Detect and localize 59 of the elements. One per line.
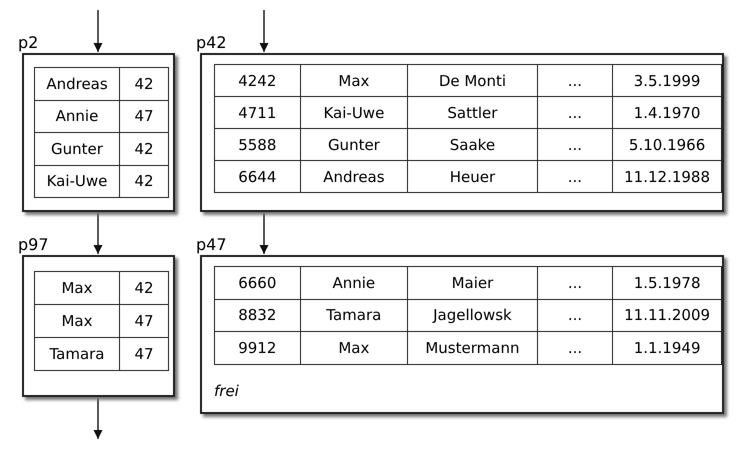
table-cell: Saake (408, 128, 538, 160)
arrow (260, 212, 268, 254)
table-cell: ... (537, 64, 613, 96)
table-cell: 42 (120, 132, 168, 165)
table-cell: 9912 (214, 332, 300, 364)
page-label: p47 (196, 236, 227, 254)
table-cell: Tamara (300, 299, 408, 332)
table-cell: 5.10.1966 (612, 128, 722, 160)
page-label: p97 (18, 236, 49, 254)
table-cell: Tamara (34, 338, 120, 370)
table-cell: Kai-Uwe (34, 165, 120, 198)
table-cell: Annie (34, 100, 120, 132)
table-cell: Andreas (300, 160, 408, 192)
table-cell: ... (537, 299, 613, 332)
table-cell: Heuer (408, 160, 538, 192)
table-cell: Gunter (34, 132, 120, 165)
table-cell: 4242 (214, 64, 300, 96)
table-cell: Max (300, 332, 408, 364)
table-cell: ... (537, 128, 613, 160)
free-space-note: frei (214, 382, 239, 400)
arrow (260, 10, 268, 52)
arrow (94, 397, 102, 439)
table-cell: Maier (408, 266, 538, 299)
table-cell: 42 (120, 272, 168, 304)
table-cell: De Monti (408, 64, 538, 96)
table-cell: Kai-Uwe (300, 96, 408, 128)
table-cell: 6644 (214, 160, 300, 192)
page-label: p2 (18, 34, 38, 52)
table-cell: Andreas (34, 68, 120, 100)
table-cell: ... (537, 332, 613, 364)
table-cell: 47 (120, 304, 168, 338)
table-cell: Mustermann (408, 332, 538, 364)
table-cell: Gunter (300, 128, 408, 160)
table-cell: Annie (300, 266, 408, 299)
table-cell: 47 (120, 100, 168, 132)
table-cell: Jagellowsk (408, 299, 538, 332)
table-cell: 3.5.1999 (612, 64, 722, 96)
table-cell: ... (537, 266, 613, 299)
table-cell: 11.11.2009 (612, 299, 722, 332)
arrow (94, 212, 102, 254)
table-cell: Max (300, 64, 408, 96)
table-cell: 42 (120, 68, 168, 100)
table-cell: 8832 (214, 299, 300, 332)
table-cell: 1.4.1970 (612, 96, 722, 128)
table-cell: Max (34, 272, 120, 304)
table-cell: 4711 (214, 96, 300, 128)
table-cell: Max (34, 304, 120, 338)
table-cell: 47 (120, 338, 168, 370)
page-label: p42 (196, 34, 227, 52)
table-cell: 1.5.1978 (612, 266, 722, 299)
table-cell: 1.1.1949 (612, 332, 722, 364)
table-cell: ... (537, 96, 613, 128)
table-cell: 6660 (214, 266, 300, 299)
arrow (94, 10, 102, 52)
table-cell: 11.12.1988 (612, 160, 722, 192)
table-cell: 5588 (214, 128, 300, 160)
table-cell: Sattler (408, 96, 538, 128)
table-cell: 42 (120, 165, 168, 198)
table-cell: ... (537, 160, 613, 192)
